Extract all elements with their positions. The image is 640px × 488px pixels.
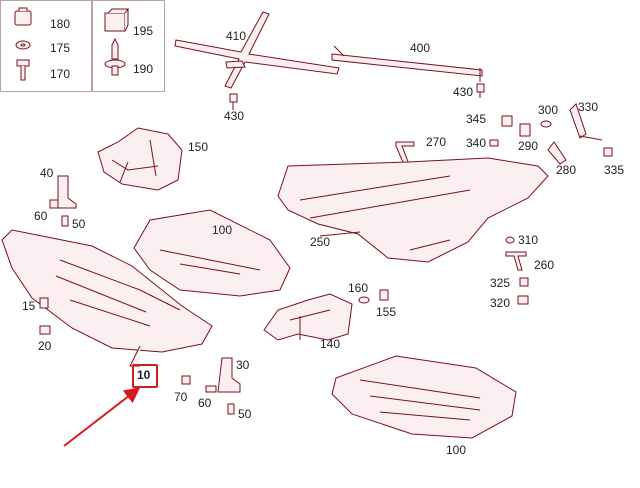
callout-430-top[interactable]: 430 bbox=[224, 109, 245, 123]
part-300 bbox=[540, 120, 552, 128]
callout-310[interactable]: 310 bbox=[518, 233, 539, 247]
washer-icon bbox=[15, 40, 31, 50]
part-10 bbox=[1, 229, 213, 367]
part-400 bbox=[331, 45, 483, 82]
legend-label-175: 175 bbox=[50, 41, 71, 55]
callout-250[interactable]: 250 bbox=[310, 235, 331, 249]
part-15 bbox=[39, 297, 49, 309]
part-60b bbox=[205, 385, 217, 393]
part-160 bbox=[358, 296, 370, 304]
callout-150[interactable]: 150 bbox=[188, 140, 209, 154]
part-290 bbox=[519, 123, 531, 137]
part-155 bbox=[379, 289, 389, 301]
callout-50-upper[interactable]: 50 bbox=[72, 217, 86, 231]
part-410 bbox=[174, 11, 340, 89]
callout-330[interactable]: 330 bbox=[578, 100, 599, 114]
part-140 bbox=[263, 293, 353, 341]
callout-400[interactable]: 400 bbox=[410, 41, 431, 55]
screw-icon bbox=[104, 37, 126, 76]
part-30 bbox=[217, 357, 241, 393]
legend-label-190: 190 bbox=[133, 62, 154, 76]
callout-100-upper[interactable]: 100 bbox=[212, 223, 233, 237]
callout-325[interactable]: 325 bbox=[490, 276, 511, 290]
bolt-icon bbox=[16, 59, 30, 81]
highlight-box-10 bbox=[132, 364, 158, 388]
callout-60-lower[interactable]: 60 bbox=[198, 396, 212, 410]
part-330 bbox=[569, 103, 603, 141]
part-20 bbox=[39, 325, 51, 335]
square-nut-icon bbox=[104, 7, 129, 32]
legend-label-180: 180 bbox=[50, 17, 71, 31]
callout-410[interactable]: 410 bbox=[226, 29, 247, 43]
part-345 bbox=[501, 115, 513, 127]
callout-50-lower[interactable]: 50 bbox=[238, 407, 252, 421]
callout-335[interactable]: 335 bbox=[604, 163, 625, 177]
clip-nut-icon bbox=[14, 7, 32, 26]
part-260 bbox=[505, 251, 527, 271]
callout-15[interactable]: 15 bbox=[22, 299, 36, 313]
callout-60-upper[interactable]: 60 bbox=[34, 209, 48, 223]
part-325 bbox=[519, 277, 529, 287]
callout-40[interactable]: 40 bbox=[40, 166, 54, 180]
part-50a bbox=[61, 215, 69, 227]
callout-345[interactable]: 345 bbox=[466, 112, 487, 126]
part-335 bbox=[603, 147, 613, 157]
part-340 bbox=[489, 139, 499, 147]
callout-30[interactable]: 30 bbox=[236, 358, 250, 372]
part-60a bbox=[49, 199, 59, 209]
callout-430-right[interactable]: 430 bbox=[453, 85, 474, 99]
callout-160[interactable]: 160 bbox=[348, 281, 369, 295]
callout-270[interactable]: 270 bbox=[426, 135, 447, 149]
legend-label-195: 195 bbox=[133, 24, 154, 38]
part-70 bbox=[181, 375, 191, 385]
highlight-arrow bbox=[63, 387, 141, 447]
callout-155[interactable]: 155 bbox=[376, 305, 397, 319]
callout-340[interactable]: 340 bbox=[466, 136, 487, 150]
callout-280[interactable]: 280 bbox=[556, 163, 577, 177]
part-430b bbox=[476, 83, 485, 98]
callout-10[interactable]: 10 bbox=[137, 368, 151, 382]
callout-100-lower[interactable]: 100 bbox=[446, 443, 467, 457]
callout-260[interactable]: 260 bbox=[534, 258, 555, 272]
callout-300[interactable]: 300 bbox=[538, 103, 559, 117]
callout-70[interactable]: 70 bbox=[174, 390, 188, 404]
part-100b bbox=[331, 355, 517, 439]
legend-label-170: 170 bbox=[50, 67, 71, 81]
part-280 bbox=[547, 141, 567, 165]
callout-140[interactable]: 140 bbox=[320, 337, 341, 351]
part-310 bbox=[505, 236, 515, 244]
legend-box-nuts bbox=[91, 0, 165, 92]
part-430a bbox=[229, 93, 238, 110]
part-50b bbox=[227, 403, 235, 415]
callout-290[interactable]: 290 bbox=[518, 139, 539, 153]
part-150 bbox=[97, 127, 183, 191]
callout-20[interactable]: 20 bbox=[38, 339, 52, 353]
callout-320[interactable]: 320 bbox=[490, 296, 511, 310]
part-250 bbox=[277, 157, 549, 263]
part-40 bbox=[57, 175, 77, 209]
legend-box-clips bbox=[0, 0, 93, 92]
part-100a bbox=[133, 209, 291, 297]
part-320 bbox=[517, 295, 529, 305]
